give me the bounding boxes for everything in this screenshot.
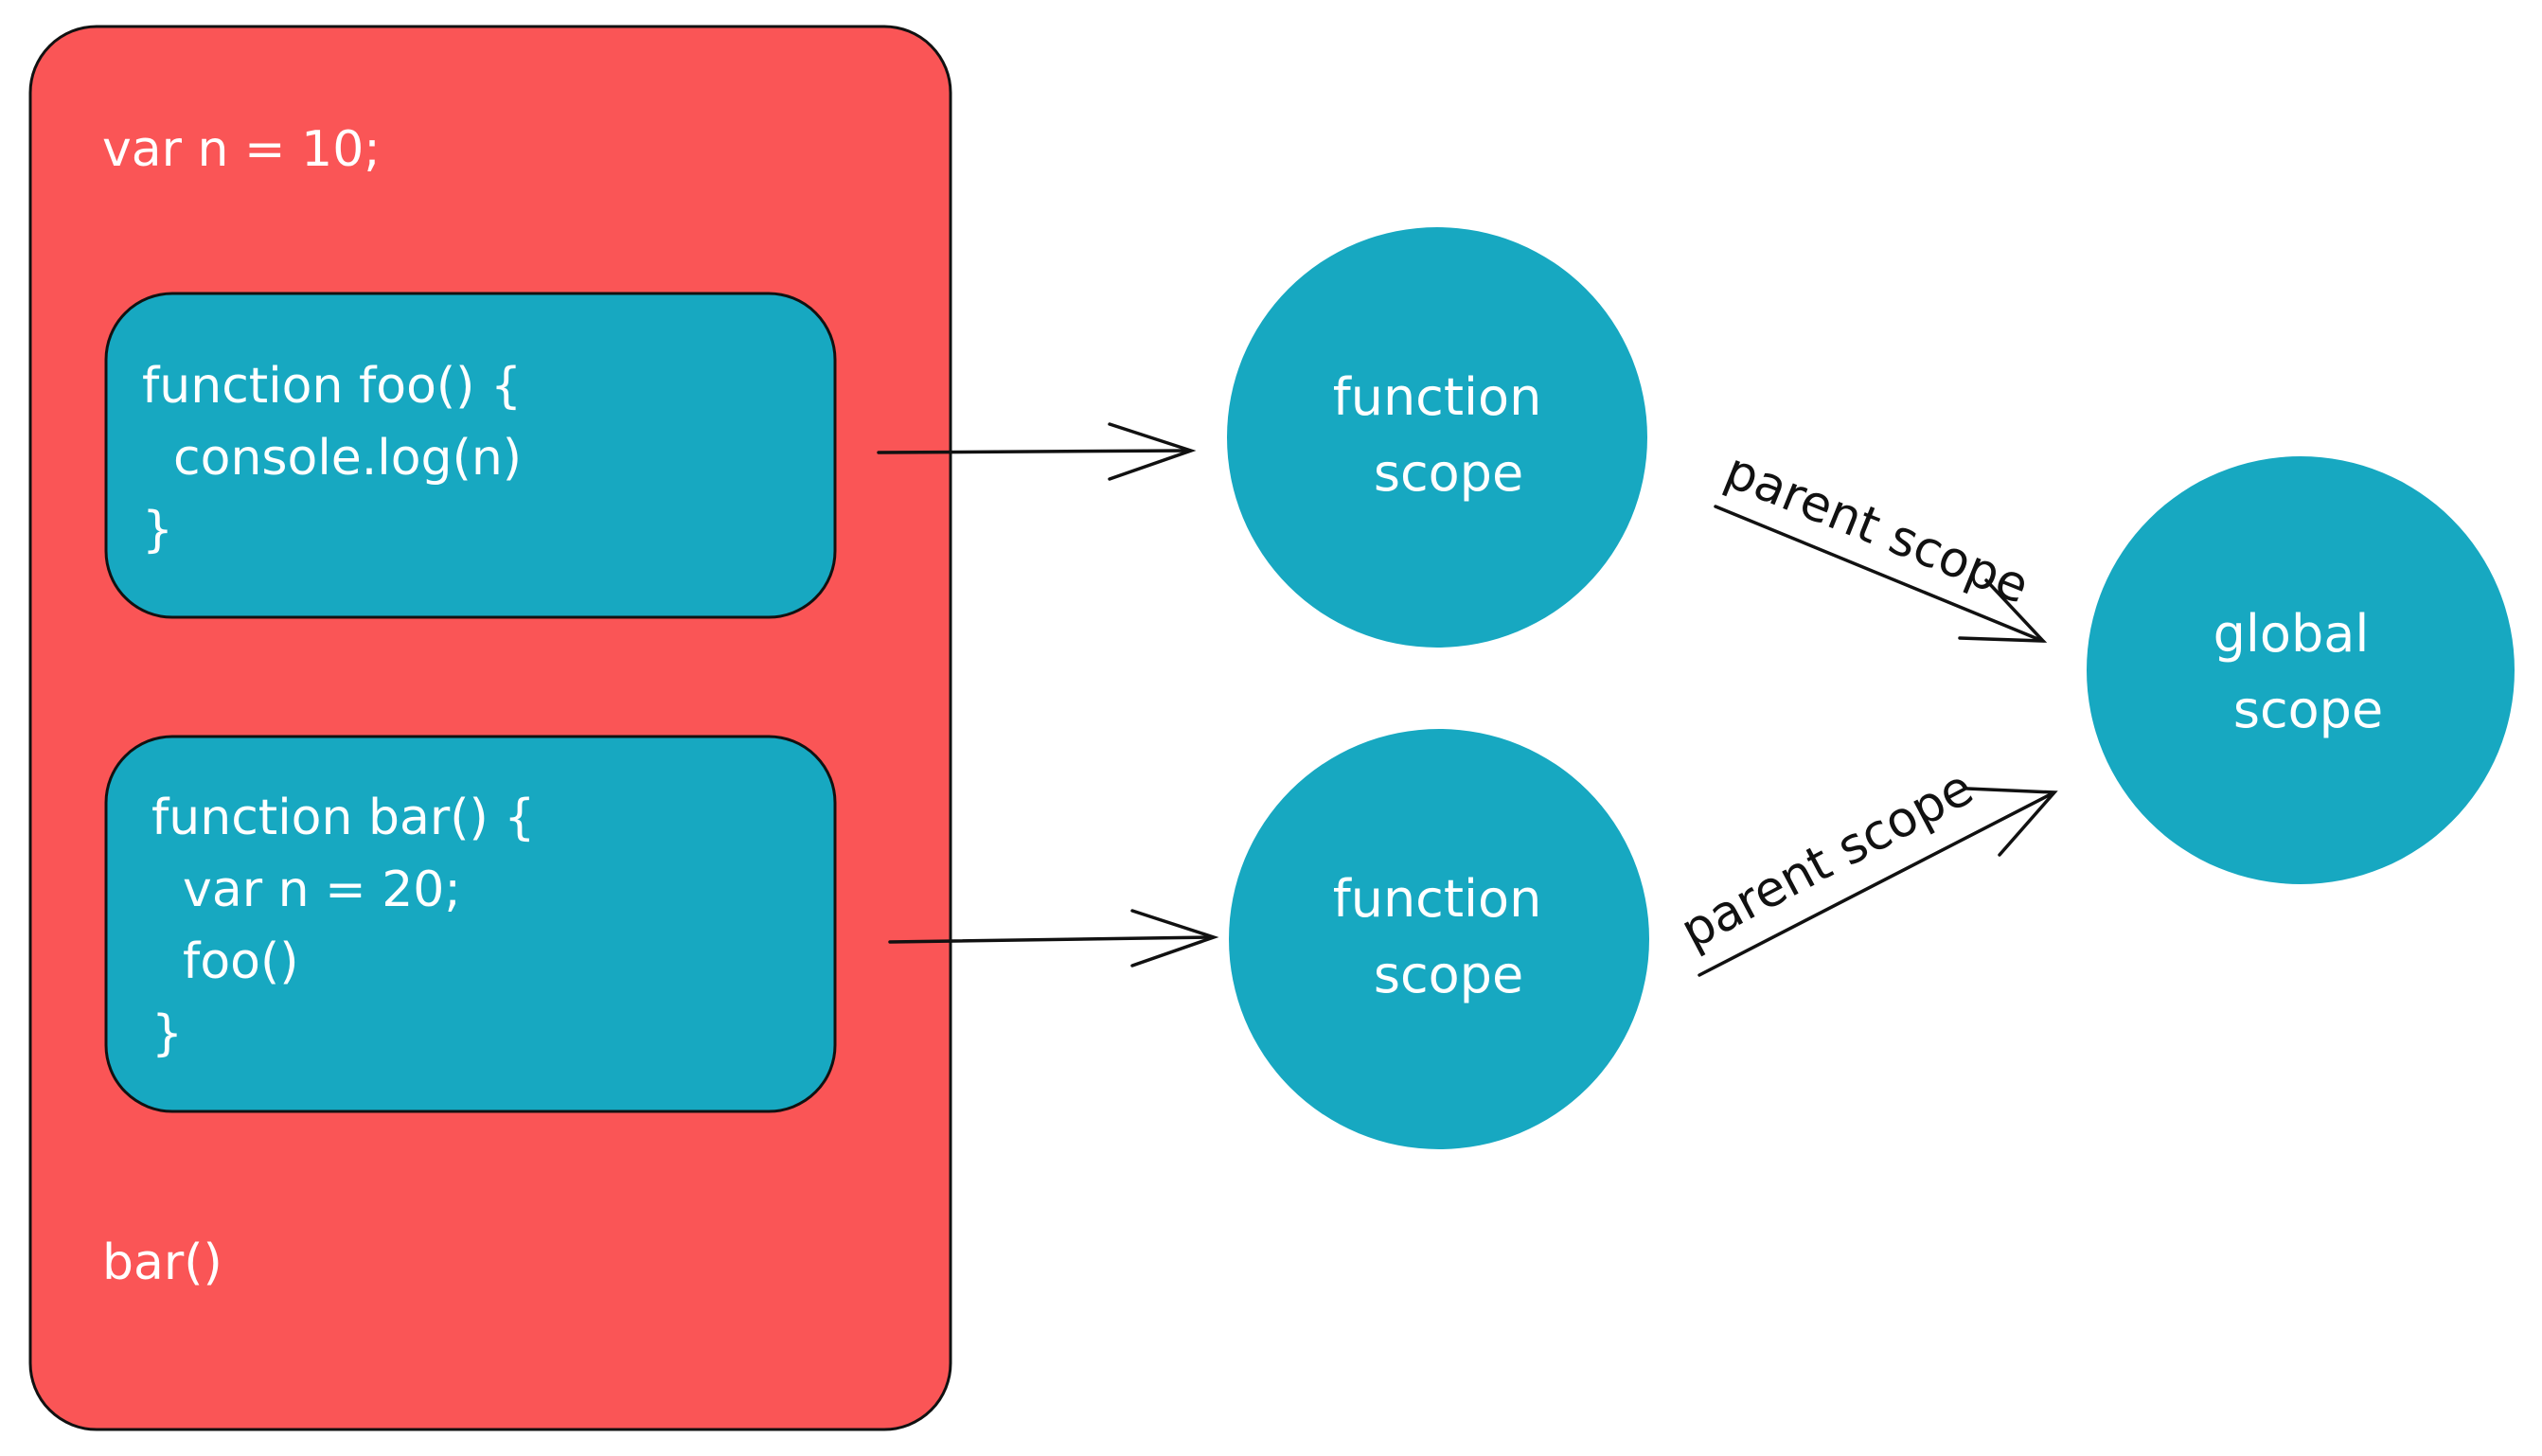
foo-function-scope-circle	[1227, 227, 1647, 648]
arrow-bar-to-function-scope	[888, 909, 1219, 968]
bar-code-line-2: var n = 20;	[151, 861, 461, 918]
global-var-declaration: var n = 10;	[102, 121, 381, 178]
arrow-bar-scope-to-global	[1698, 787, 2058, 977]
global-scope-label-line-2: scope	[2232, 680, 2384, 739]
foo-scope-label-line-1: function	[1332, 367, 1542, 427]
bar-scope-label-line-1: function	[1332, 869, 1542, 929]
program-box	[28, 25, 952, 1431]
bar-code-line-4: }	[151, 1005, 184, 1062]
global-scope-label-line-1: global	[2213, 604, 2370, 664]
global-scope-circle	[2087, 456, 2515, 884]
foo-function-block	[104, 292, 837, 619]
bar-code-line-3: foo()	[151, 933, 299, 990]
foo-code-line-2: console.log(n)	[142, 430, 523, 487]
arrow-foo-to-function-scope	[877, 422, 1197, 481]
foo-code-line-3: }	[142, 502, 174, 559]
foo-code-line-1: function foo() {	[142, 358, 523, 415]
bar-call-statement: bar()	[102, 1234, 222, 1291]
bar-code-line-1: function bar() {	[151, 790, 536, 846]
foo-scope-label-line-2: scope	[1373, 443, 1524, 503]
bar-function-scope-circle	[1229, 729, 1649, 1149]
bar-function-block	[104, 735, 837, 1113]
arrow-foo-scope-to-global	[1714, 505, 2048, 643]
bar-scope-label-line-2: scope	[1373, 945, 1524, 1004]
